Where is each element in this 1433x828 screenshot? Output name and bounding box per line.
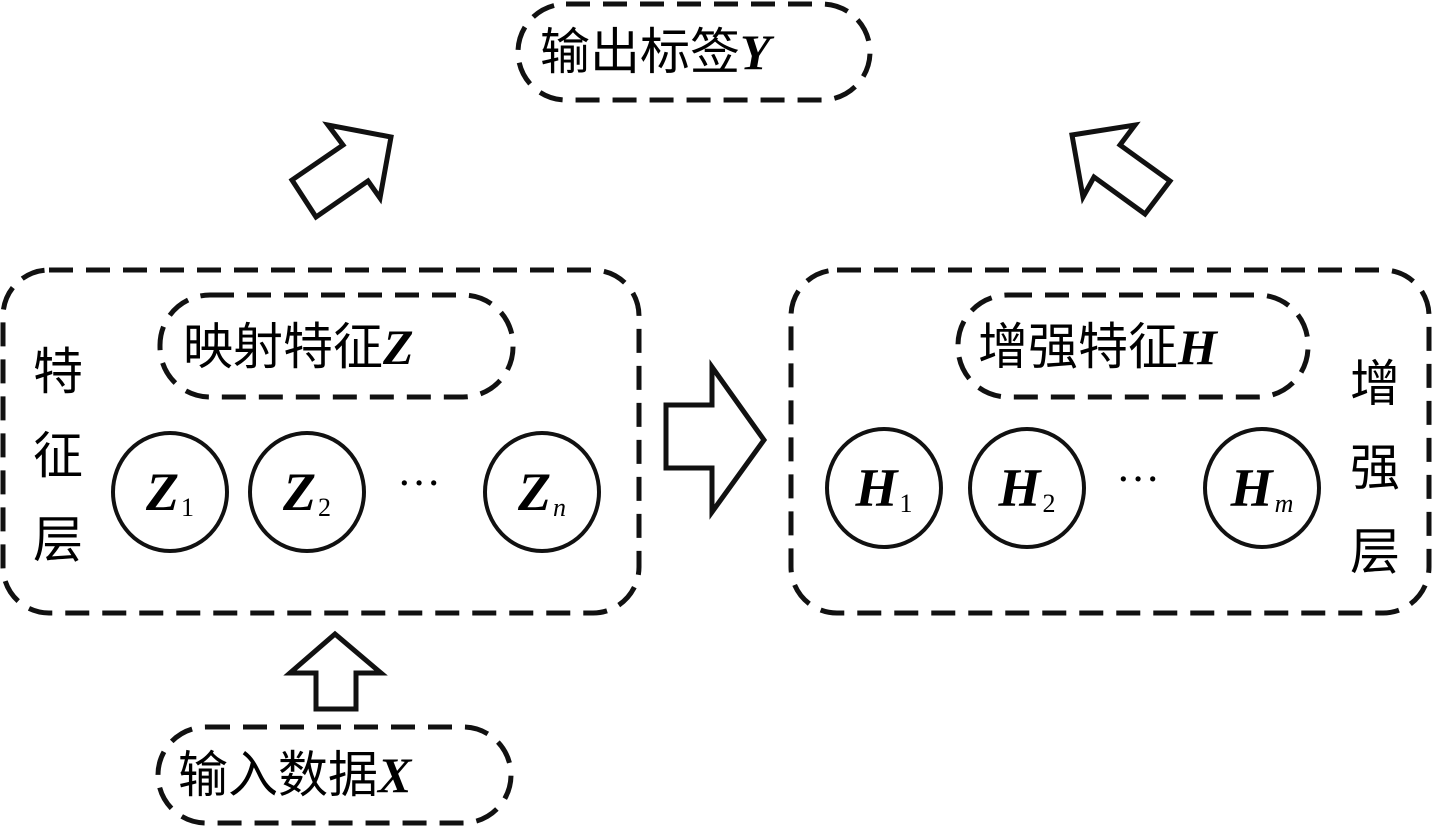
input-label-var: X: [378, 747, 412, 803]
node-symbol: H: [855, 458, 898, 518]
side-char: 层: [33, 511, 83, 569]
input-label-text: 输入数据: [178, 746, 378, 804]
side-char: 增: [1350, 355, 1400, 413]
output-label-border: [515, 1, 873, 103]
output-label: 输出标签Y: [540, 27, 771, 77]
mapped-feature-label: 映射特征Z: [183, 322, 414, 372]
enhancement-ellipsis: ···: [1117, 457, 1162, 503]
node-circle-z2: [248, 431, 366, 553]
input-label: 输入数据X: [178, 750, 411, 800]
feature-layer-border: [0, 267, 642, 616]
arrow-up-right-icon: [288, 121, 394, 221]
side-char: 征: [33, 427, 83, 485]
node-circle-zn: [483, 431, 601, 553]
node-circle-h2: [968, 427, 1086, 549]
mapped-feature-var: Z: [383, 319, 414, 375]
feature-layer-side-label: 特 征 层: [28, 330, 88, 582]
side-char: 强: [1350, 439, 1400, 497]
input-label-border: [155, 724, 514, 826]
output-label-var: Y: [740, 24, 771, 80]
enhanced-feature-var: H: [1178, 319, 1217, 375]
enhanced-feature-border: [955, 292, 1311, 400]
side-char: 层: [1350, 523, 1400, 581]
enhancement-layer-border: [788, 267, 1432, 616]
arrow-up-left-icon: [1069, 121, 1174, 218]
node-symbol: H: [998, 458, 1041, 518]
side-char: 特: [33, 343, 83, 401]
enhanced-feature-text: 增强特征: [978, 318, 1178, 376]
arrow-up-icon: [283, 630, 388, 712]
enhancement-layer-side-label: 增 强 层: [1345, 342, 1405, 594]
node-symbol: Z: [283, 462, 316, 522]
output-label-text: 输出标签: [540, 23, 740, 81]
node-subscript: n: [553, 493, 566, 522]
feature-ellipsis: ···: [398, 461, 443, 507]
node-subscript: 1: [181, 493, 194, 522]
node-subscript: m: [1274, 489, 1294, 518]
mapped-feature-border: [157, 292, 516, 400]
node-circle-h1: [825, 427, 943, 549]
node-subscript: 2: [1042, 489, 1056, 518]
node-circle-hm: [1203, 427, 1321, 549]
node-symbol: Z: [146, 462, 179, 522]
node-subscript: 1: [899, 489, 913, 518]
enhanced-feature-label: 增强特征H: [978, 322, 1217, 372]
node-subscript: 2: [318, 493, 331, 522]
node-circle-z1: [111, 431, 229, 553]
arrow-right-icon: [663, 359, 768, 520]
mapped-feature-text: 映射特征: [183, 318, 383, 376]
node-symbol: H: [1230, 458, 1273, 518]
node-symbol: Z: [518, 462, 551, 522]
